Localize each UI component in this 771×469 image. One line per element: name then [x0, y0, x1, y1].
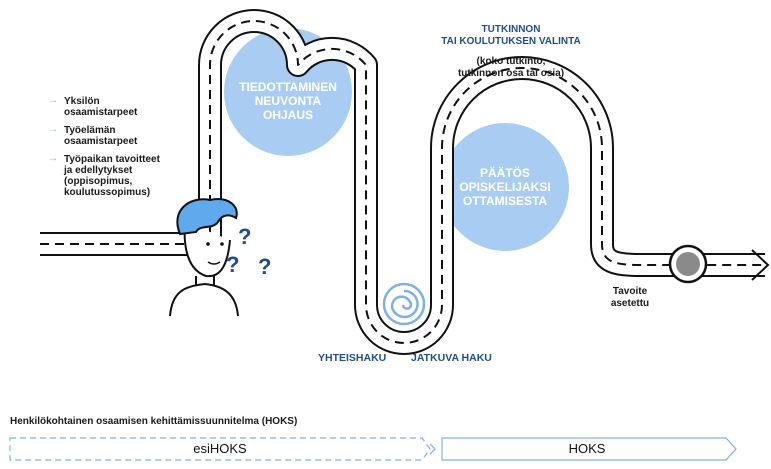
jatkuva-haku-label: JATKUVA HAKU — [411, 352, 492, 364]
swirl-icon — [382, 282, 426, 326]
end-arrow-icon — [751, 249, 770, 281]
hoks-bar — [441, 437, 737, 461]
goal-marker — [668, 244, 708, 284]
esihoks-label: esiHOKS — [193, 441, 247, 456]
info-stage-label: TIEDOTTAMINEN NEUVONTA OHJAUS — [239, 80, 337, 122]
question-mark-1: ? — [238, 224, 252, 249]
degree-choice-label: TUTKINNON TAI KOULUTUKSEN VALINTA — [441, 24, 581, 47]
question-mark-3: ? — [258, 254, 272, 279]
goal-label: Tavoite asetettu — [610, 286, 650, 309]
hoks-label: HOKS — [568, 441, 606, 456]
person-icon — [169, 198, 239, 317]
hoks-bars — [9, 437, 737, 461]
arrow-right-icon: → — [48, 153, 58, 164]
degree-choice-sub: (koko tutkinto, tutkinnon osa tai osia) — [457, 56, 565, 79]
decision-stage-label: PÄÄTÖS OPISKELIJAKSI OTTAMISESTA — [459, 166, 551, 208]
hoks-title: Henkilökohtainen osaamisen kehittämissuu… — [10, 416, 298, 427]
question-mark-2: ? — [226, 252, 240, 277]
decision-circle — [441, 123, 569, 251]
chevron-right-icon — [429, 443, 436, 455]
arrow-right-icon: → — [48, 124, 58, 135]
arrow-right-icon: → — [48, 95, 58, 106]
esihoks-bar — [9, 437, 431, 461]
yhteishaku-label: YHTEISHAKU — [318, 352, 387, 364]
